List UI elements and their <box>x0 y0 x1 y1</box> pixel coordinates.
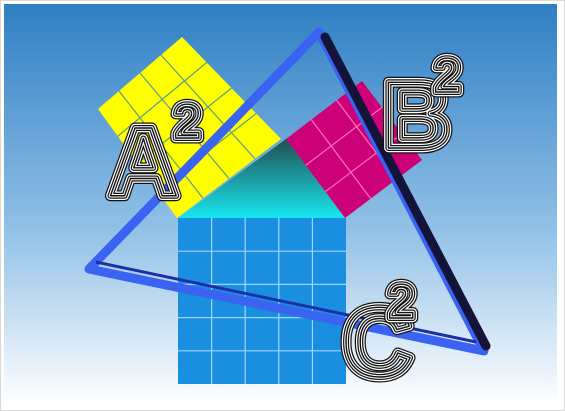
label-outline-layer: A <box>108 107 179 217</box>
label-outline-layer: B <box>382 62 451 169</box>
label-c-squared: CCCCCC 222222 <box>337 271 421 403</box>
label-outline-layer: 2 <box>388 276 415 329</box>
label-outline-layer: 2 <box>174 96 201 149</box>
square-a-grid-line <box>137 87 232 164</box>
label-outline-layer: C <box>342 287 413 397</box>
label-outline-layer: 2 <box>388 276 415 329</box>
label-outline-layer: C <box>342 287 413 397</box>
label-outline-layer: A <box>108 107 179 217</box>
label-outline-layer: B <box>382 62 451 169</box>
label-outline-layer: 2 <box>388 276 415 329</box>
label-outline-layer: 2 <box>434 50 461 103</box>
square-a-grid-line <box>160 54 256 160</box>
label-outline-layer: A <box>108 107 179 217</box>
label-outline-layer: 2 <box>174 96 201 149</box>
label-outline-layer: A <box>108 107 179 217</box>
label-outline-layer: C <box>342 287 413 397</box>
label-a-squared: AAAAAA 222222 <box>103 91 207 223</box>
label-outline-layer: 2 <box>388 276 415 329</box>
label-outline-layer: 2 <box>174 96 201 149</box>
label-outline-layer: 2 <box>174 96 201 149</box>
triangle-frame <box>84 27 491 356</box>
label-outline-layer: C <box>342 287 413 397</box>
square-b <box>286 81 422 218</box>
label-outline-layer: B <box>382 62 451 169</box>
label-outline-layer: 2 <box>388 276 415 329</box>
label-outline-layer: 2 <box>434 50 461 103</box>
label-outline-layer: A <box>108 107 179 217</box>
label-outline-layer: C <box>342 287 413 397</box>
label-outline-layer: 2 <box>434 50 461 103</box>
label-outline-layer: 2 <box>434 50 461 103</box>
square-b-grid-line <box>310 119 372 200</box>
label-outline-layer: B <box>382 62 451 169</box>
label-outline-layer: 2 <box>434 50 461 103</box>
label-b-squared: BBBBBB 222222 <box>377 45 467 175</box>
label-outline-layer: 2 <box>174 96 201 149</box>
square-b-grid-line <box>324 133 403 193</box>
right-triangle <box>178 139 345 218</box>
label-outline-layer: B <box>382 62 451 169</box>
